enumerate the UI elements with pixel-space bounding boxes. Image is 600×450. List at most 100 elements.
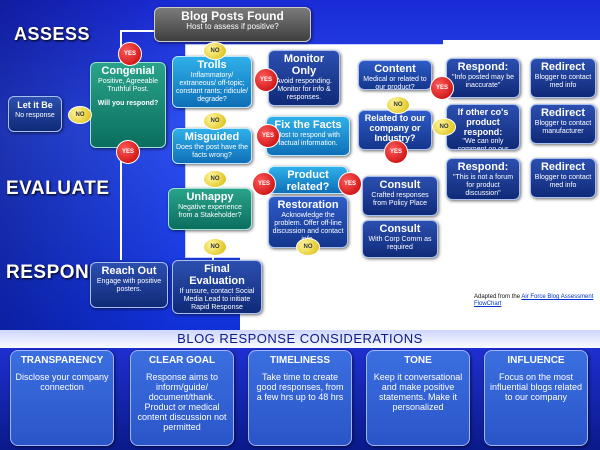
- box-title: Blog Posts Found: [181, 9, 284, 23]
- reach-out-box: Reach Out Engage with positive posters.: [90, 262, 168, 308]
- box-title: Let it Be: [17, 100, 53, 110]
- unhappy-box: Unhappy Negative experience from a Stake…: [168, 188, 252, 230]
- box-title: Final Evaluation: [189, 263, 245, 287]
- consideration-card-influence: INFLUENCE Focus on the most influential …: [484, 350, 588, 446]
- box-title: Unhappy: [186, 191, 234, 203]
- box-desc: If unsure, contact Social Media Lead to …: [179, 288, 255, 311]
- respond-inaccurate-box: Respond: "Info posted may be inaccurate": [446, 58, 520, 98]
- box-desc: Host to assess if positive?: [186, 22, 279, 31]
- box-title: Product related?: [286, 169, 330, 193]
- box-desc: "We can only comment on our products": [457, 138, 509, 150]
- box-title: Monitor Only: [283, 53, 325, 77]
- card-title: INFLUENCE: [507, 355, 565, 366]
- box-title: Trolls: [197, 59, 227, 71]
- let-it-be-box: Let it Be No response: [8, 96, 62, 132]
- yes-marker: YES: [254, 68, 278, 92]
- box-title: Consult: [379, 223, 421, 235]
- box-title: Misguided: [184, 131, 240, 143]
- box-desc: Blogger to contact manufacturer: [534, 120, 592, 135]
- box-desc: Positive, Agreeable Truthful Post.: [98, 78, 158, 93]
- blog-posts-found-box: Blog Posts Found Host to assess if posit…: [154, 7, 311, 42]
- connector: [120, 30, 154, 32]
- lower-panel: [240, 256, 600, 330]
- redirect-med-info-box-2: Redirect Blogger to contact med info: [530, 158, 596, 198]
- card-title: TIMELINESS: [269, 355, 330, 366]
- box-title: Reach Out: [101, 265, 157, 277]
- misguided-box: Misguided Does the post have the facts w…: [172, 128, 252, 164]
- related-to-company-box: Related to our company or Industry?: [358, 110, 432, 150]
- no-marker: NO: [203, 112, 227, 130]
- section-assess: ASSESS: [14, 24, 91, 44]
- no-marker: NO: [68, 106, 92, 124]
- box-question: Will you respond?: [97, 100, 159, 107]
- box-desc: "This is not a forum for product discuss…: [452, 174, 514, 197]
- credit-link[interactable]: Air Force Blog Assessment FlowChart: [474, 294, 594, 307]
- section-evaluate: EVALUATE: [6, 178, 110, 199]
- connector: [520, 78, 530, 80]
- connector: [120, 150, 122, 260]
- consult-policy-box: Consult Crafted responses from Policy Pl…: [362, 176, 438, 216]
- consideration-card-transparency: TRANSPARENCY Disclose your company conne…: [10, 350, 114, 446]
- yes-marker: YES: [116, 140, 140, 164]
- trolls-box: Trolls Inflammatory/ extraneous/ off-top…: [172, 56, 252, 108]
- monitor-only-box: Monitor Only Avoid responding. Monitor f…: [268, 50, 340, 106]
- box-title: Restoration: [277, 199, 339, 211]
- card-desc: Keep it conversational and make positive…: [373, 372, 463, 412]
- box-title: Content: [374, 63, 416, 75]
- product-related-box: Product related?: [268, 166, 348, 194]
- box-title: Respond:: [457, 61, 509, 73]
- card-desc: Response aims to inform/guide/ document/…: [137, 372, 227, 432]
- yes-marker: YES: [384, 140, 408, 164]
- no-marker: NO: [432, 118, 456, 136]
- congenial-box: Congenial Positive, Agreeable Truthful P…: [90, 62, 166, 148]
- box-desc: Does the post have the facts wrong?: [176, 144, 248, 159]
- consideration-card-timeliness: TIMELINESS Take time to create good resp…: [248, 350, 352, 446]
- yes-marker: YES: [118, 42, 142, 66]
- box-desc: Negative experience from a Stakeholder?: [178, 204, 242, 219]
- fix-the-facts-box: Fix the Facts Host to respond with factu…: [266, 116, 350, 156]
- box-desc: With Corp Comm as required: [368, 236, 432, 251]
- redirect-manufacturer-box: Redirect Blogger to contact manufacturer: [530, 104, 596, 144]
- box-title: Redirect: [540, 161, 586, 173]
- yes-marker: YES: [252, 172, 276, 196]
- credit-prefix: Adapted from the: [474, 294, 521, 300]
- box-title: Respond:: [457, 161, 509, 173]
- consult-corp-comm-box: Consult With Corp Comm as required: [362, 220, 438, 258]
- yes-marker: YES: [338, 172, 362, 196]
- content-box: Content Medical or related to our produc…: [358, 60, 432, 90]
- card-desc: Focus on the most influential blogs rela…: [489, 372, 583, 402]
- box-desc: No response: [15, 112, 55, 119]
- considerations-header-band: [0, 330, 600, 350]
- box-desc: Host to respond with factual information…: [276, 132, 340, 147]
- box-title: Related to our company or Industry?: [364, 113, 426, 143]
- box-desc: Medical or related to our product?: [363, 76, 427, 90]
- card-desc: Disclose your company connection: [15, 372, 109, 392]
- box-title: Redirect: [540, 61, 586, 73]
- box-desc: Engage with positive posters.: [96, 278, 162, 293]
- connector: [520, 180, 530, 182]
- card-title: TONE: [404, 355, 432, 366]
- redirect-med-info-box: Redirect Blogger to contact med info: [530, 58, 596, 98]
- box-title: Fix the Facts: [274, 119, 342, 131]
- box-desc: Blogger to contact med info: [534, 174, 592, 189]
- card-title: TRANSPARENCY: [20, 355, 104, 366]
- final-evaluation-box: Final Evaluation If unsure, contact Soci…: [172, 260, 262, 314]
- no-marker: NO: [203, 170, 227, 188]
- box-desc: "Info posted may be inaccurate": [451, 74, 515, 89]
- respond-not-forum-box: Respond: "This is not a forum for produc…: [446, 158, 520, 200]
- box-desc: Blogger to contact med info: [534, 74, 592, 89]
- box-desc: Crafted responses from Policy Place: [371, 192, 429, 207]
- no-marker: NO: [203, 238, 227, 256]
- box-title: Congenial: [101, 65, 155, 77]
- box-desc: Avoid responding. Monitor for info & res…: [276, 78, 332, 101]
- considerations-title: BLOG RESPONSE CONSIDERATIONS: [177, 331, 423, 346]
- no-marker: NO: [296, 238, 320, 256]
- card-desc: Take time to create good responses, from…: [256, 372, 344, 402]
- no-marker: NO: [203, 42, 227, 60]
- yes-marker: YES: [430, 76, 454, 100]
- yes-marker: YES: [256, 124, 280, 148]
- credit-note: Adapted from the Air Force Blog Assessme…: [474, 294, 598, 308]
- section-respond: RESPOND: [6, 262, 104, 283]
- card-title: CLEAR GOAL: [148, 355, 216, 366]
